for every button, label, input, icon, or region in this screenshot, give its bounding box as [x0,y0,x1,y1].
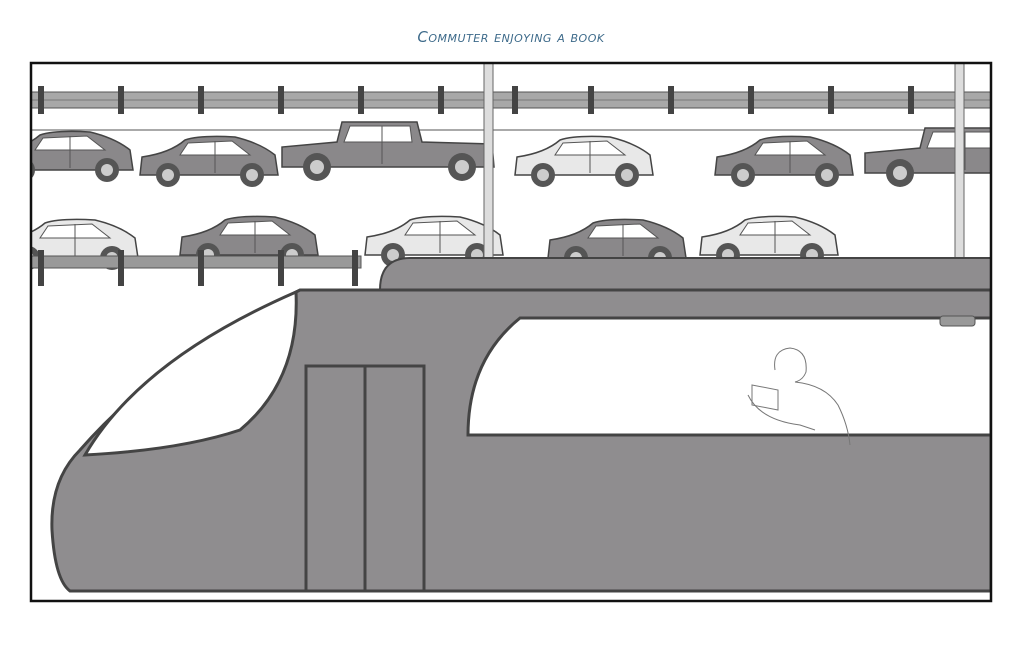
train [50,257,991,593]
commuter-reading-figure [747,347,851,446]
traffic-row-upper [31,121,991,188]
train-door [304,364,426,593]
lower-guardrail [31,250,362,286]
train-window [466,316,991,437]
train-windshield [82,289,298,457]
upper-guardrail [31,86,991,114]
storyboard-caption: Commuter enjoying a book [417,28,605,46]
storyboard-frame [29,61,993,603]
